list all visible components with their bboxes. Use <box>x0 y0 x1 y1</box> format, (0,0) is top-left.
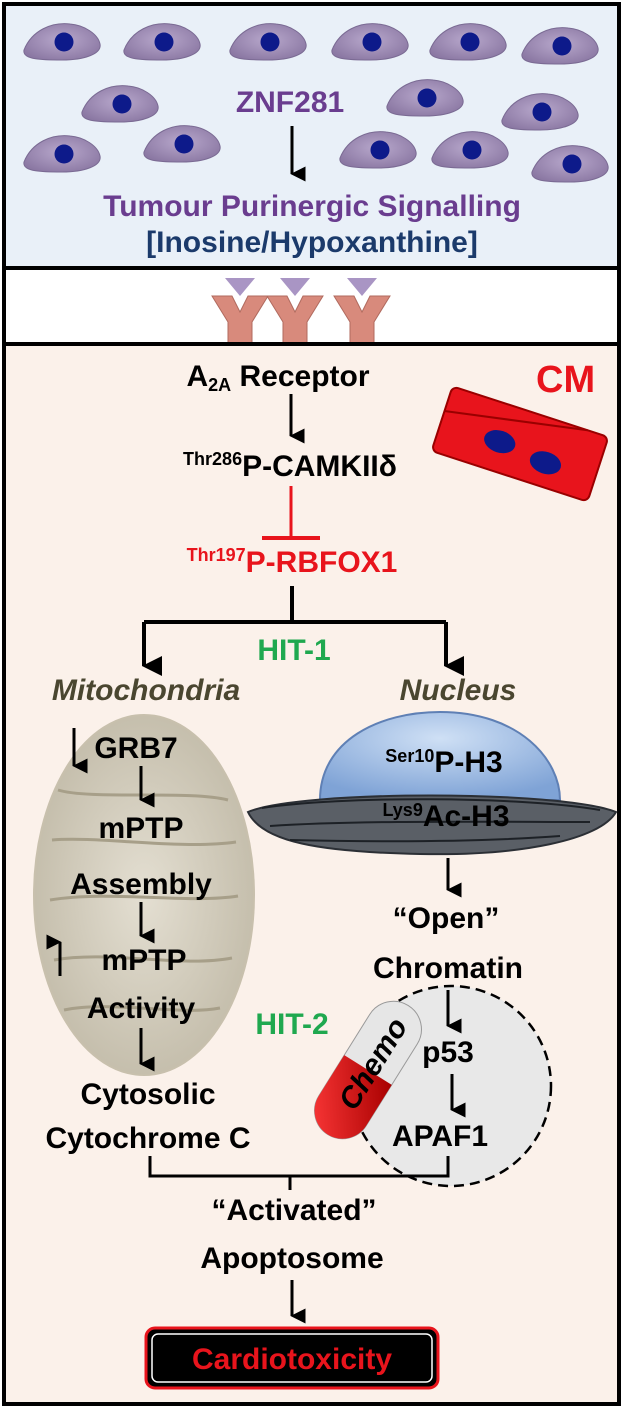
hit2-label: HIT-2 <box>255 1008 328 1041</box>
nucleus-icon <box>246 710 618 856</box>
rbfox1-label: Thr197P-RBFOX1 <box>187 545 398 579</box>
receptors <box>211 278 391 345</box>
mptp-label-1: mPTP <box>98 812 183 845</box>
apaf1-label: APAF1 <box>392 1120 488 1153</box>
cm-label: CM <box>536 359 595 401</box>
mptp-label-2: mPTP <box>101 944 186 977</box>
h3-acetyl-label: Lys9Ac-H3 <box>382 800 509 833</box>
h3-phospho-label: Ser10P-H3 <box>385 746 502 779</box>
mitochondria-title: Mitochondria <box>52 674 240 707</box>
activated-label: “Activated” <box>211 1194 376 1227</box>
chromatin-label: Chromatin <box>373 952 523 985</box>
camk-label: Thr286P-CAMKIIδ <box>183 449 397 483</box>
cardiotoxicity-box <box>144 1326 440 1390</box>
receptor-icon <box>333 278 391 345</box>
cytosolic-label: Cytosolic <box>80 1078 215 1111</box>
activity-label: Activity <box>87 992 196 1025</box>
open-label: “Open” <box>393 902 500 935</box>
hit1-label: HIT-1 <box>257 634 330 667</box>
assembly-label: Assembly <box>70 868 212 901</box>
receptor-icon <box>211 278 269 345</box>
nucleus-title: Nucleus <box>400 674 517 707</box>
cardiomyocyte-icon <box>432 386 608 502</box>
cytochrome-c-label: Cytochrome C <box>45 1122 250 1155</box>
cardiomyocyte-panel <box>2 342 621 1406</box>
grb7-label: GRB7 <box>94 732 177 765</box>
apoptosome-label: Apoptosome <box>200 1242 383 1275</box>
metabolites-label: [Inosine/Hypoxanthine] <box>146 226 478 259</box>
merge-bracket <box>148 1156 450 1178</box>
a2a-receptor-label: A2A Receptor <box>186 360 369 395</box>
znf281-label: ZNF281 <box>236 86 344 119</box>
signalling-label: Tumour Purinergic Signalling <box>103 190 521 223</box>
receptor-icon <box>266 278 324 345</box>
cardiotoxicity-label: Cardiotoxicity <box>192 1343 392 1376</box>
tumour-panel <box>2 2 621 270</box>
p53-label: p53 <box>422 1036 474 1069</box>
